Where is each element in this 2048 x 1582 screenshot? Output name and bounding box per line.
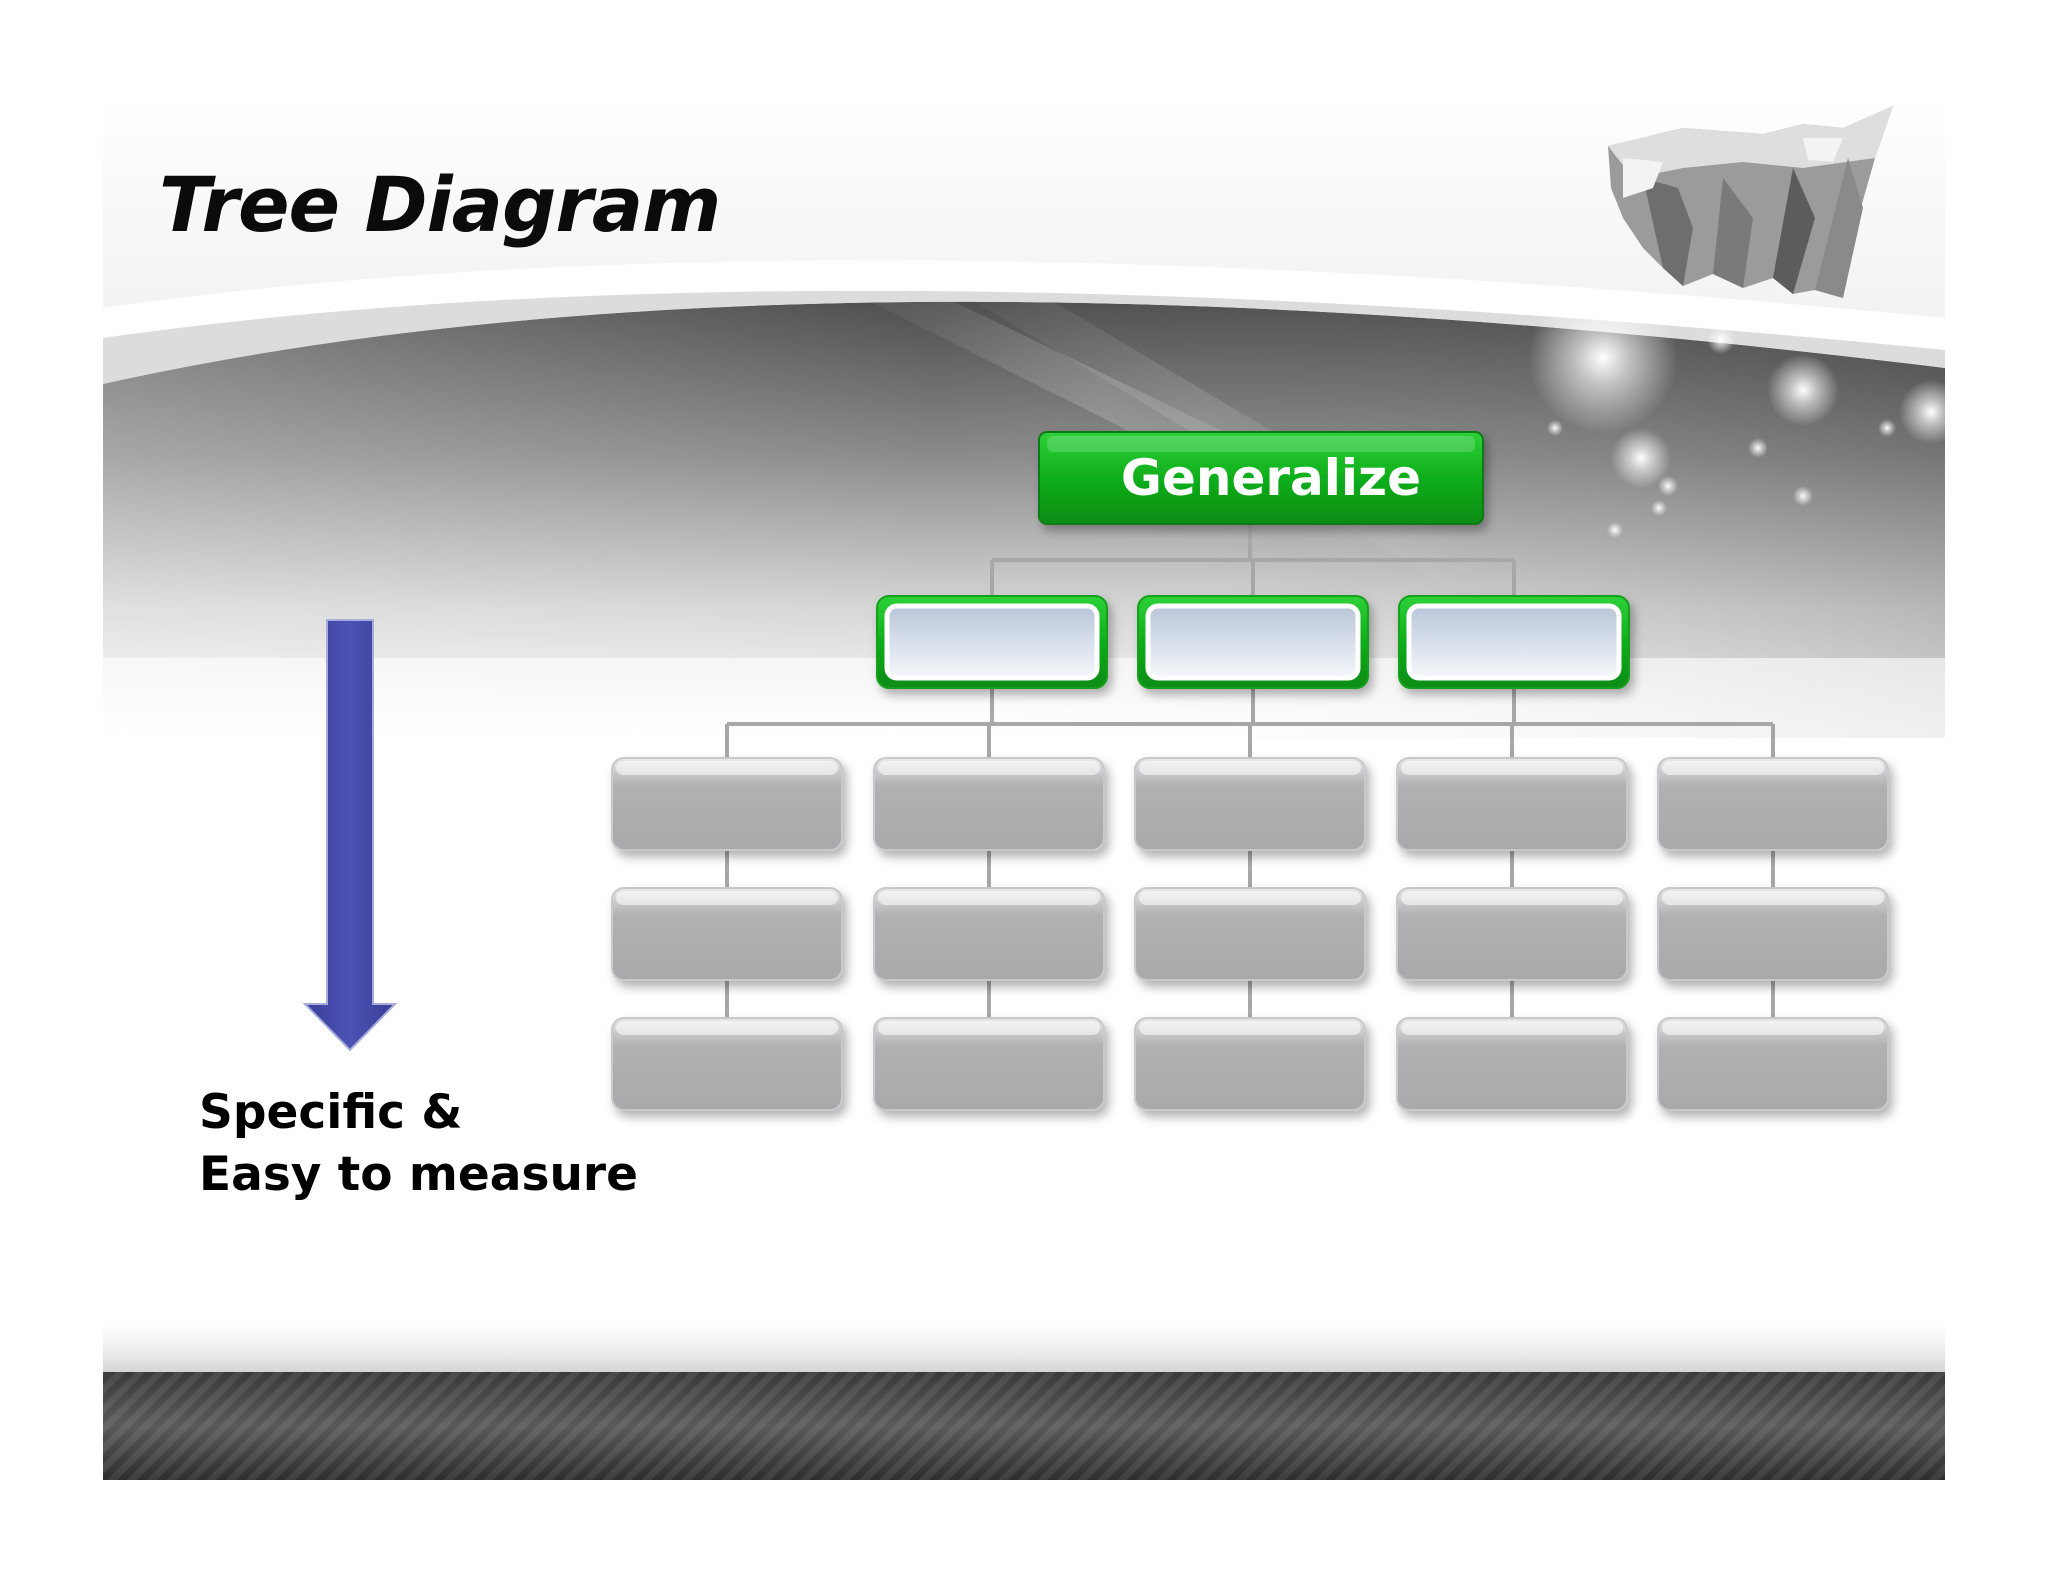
- level-3-node: [1396, 887, 1628, 981]
- level-3-node: [873, 757, 1105, 851]
- level-3-node: [1396, 757, 1628, 851]
- connector-lines: [725, 524, 1775, 1018]
- level-3-node: [1134, 1017, 1366, 1111]
- level-3-node: [1657, 757, 1889, 851]
- level-2-node: [876, 595, 1108, 689]
- level-3-node: [611, 757, 843, 851]
- level-2-node: [1137, 595, 1369, 689]
- level-2-nodes: [876, 595, 1630, 689]
- level-3-node: [873, 887, 1105, 981]
- down-arrow-icon: [302, 619, 398, 1052]
- caption-line-1: Specific &: [199, 1085, 463, 1140]
- level-3-node: [611, 887, 843, 981]
- level-3-node: [1657, 887, 1889, 981]
- caption-line-2: Easy to measure: [199, 1147, 638, 1202]
- level-3-node: [1134, 757, 1366, 851]
- world-map-globe-icon: [1608, 106, 1893, 298]
- level-3-node: [1657, 1017, 1889, 1111]
- level-3-node: [1134, 887, 1366, 981]
- level-2-node: [1398, 595, 1630, 689]
- level-3-node: [1396, 1017, 1628, 1111]
- level-3-nodes: [611, 757, 1889, 1111]
- slide: Tree Diagram Specific & Easy to measure: [103, 98, 1945, 1480]
- level-3-node: [611, 1017, 843, 1111]
- caption: Specific & Easy to measure: [199, 1082, 638, 1206]
- slide-title: Tree Diagram: [159, 160, 721, 249]
- tree-diagram: Generalize: [611, 431, 1889, 1111]
- root-node-label: Generalize: [1121, 449, 1421, 507]
- root-node: [1038, 431, 1484, 525]
- level-3-node: [873, 1017, 1105, 1111]
